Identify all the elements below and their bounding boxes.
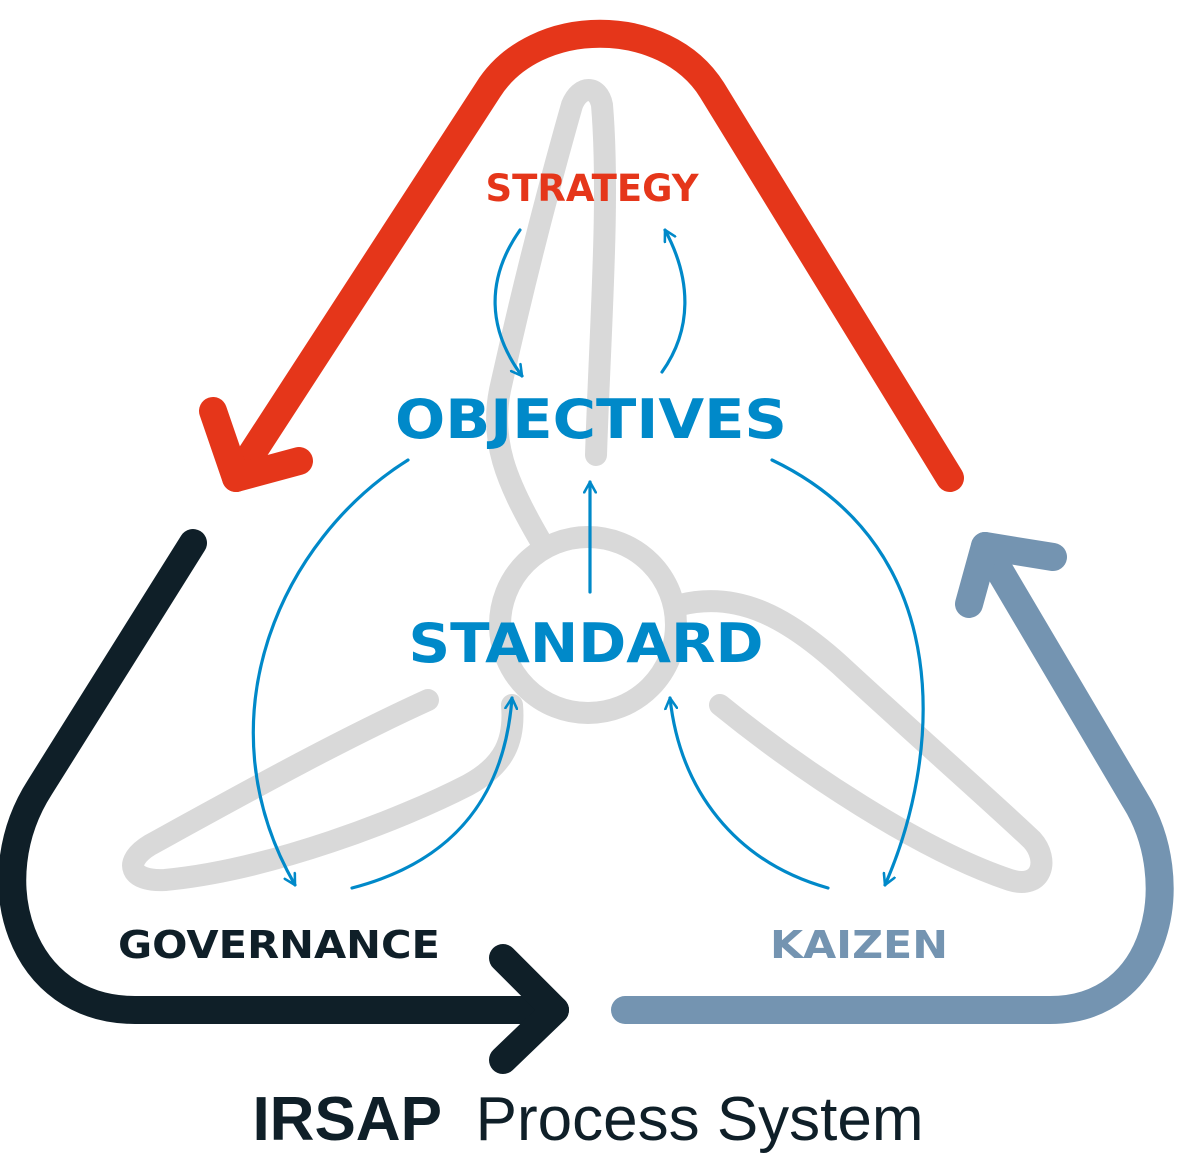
governance-arrow bbox=[0, 529, 569, 1074]
arrow-objectives-to-governance bbox=[251, 458, 410, 887]
propeller-hub bbox=[489, 526, 687, 724]
label-standard: STANDARD bbox=[409, 612, 764, 675]
label-kaizen: KAIZEN bbox=[770, 923, 948, 967]
arrow-strategy-to-objectives bbox=[493, 228, 524, 378]
propeller-shape bbox=[122, 79, 1053, 893]
propeller-blade-right bbox=[669, 590, 1053, 893]
connector-arrows bbox=[251, 228, 925, 890]
label-governance: GOVERNANCE bbox=[118, 923, 440, 967]
propeller-blade-top bbox=[486, 79, 617, 551]
propeller-blade-left bbox=[122, 689, 524, 892]
strategy-arrow bbox=[199, 19, 964, 492]
label-objectives: OBJECTIVES bbox=[395, 388, 787, 451]
arrow-governance-to-standard bbox=[350, 696, 512, 890]
arrow-objectives-to-strategy bbox=[660, 228, 687, 374]
label-strategy: STRATEGY bbox=[485, 167, 699, 210]
arrow-objectives-to-kaizen bbox=[770, 458, 925, 887]
caption-bold: IRSAP bbox=[252, 1085, 441, 1154]
caption-regular: Process System bbox=[476, 1085, 924, 1154]
kaizen-arrow bbox=[611, 532, 1174, 1024]
arrow-kaizen-to-standard bbox=[670, 696, 830, 890]
caption: IRSAP Process System bbox=[252, 1082, 923, 1155]
